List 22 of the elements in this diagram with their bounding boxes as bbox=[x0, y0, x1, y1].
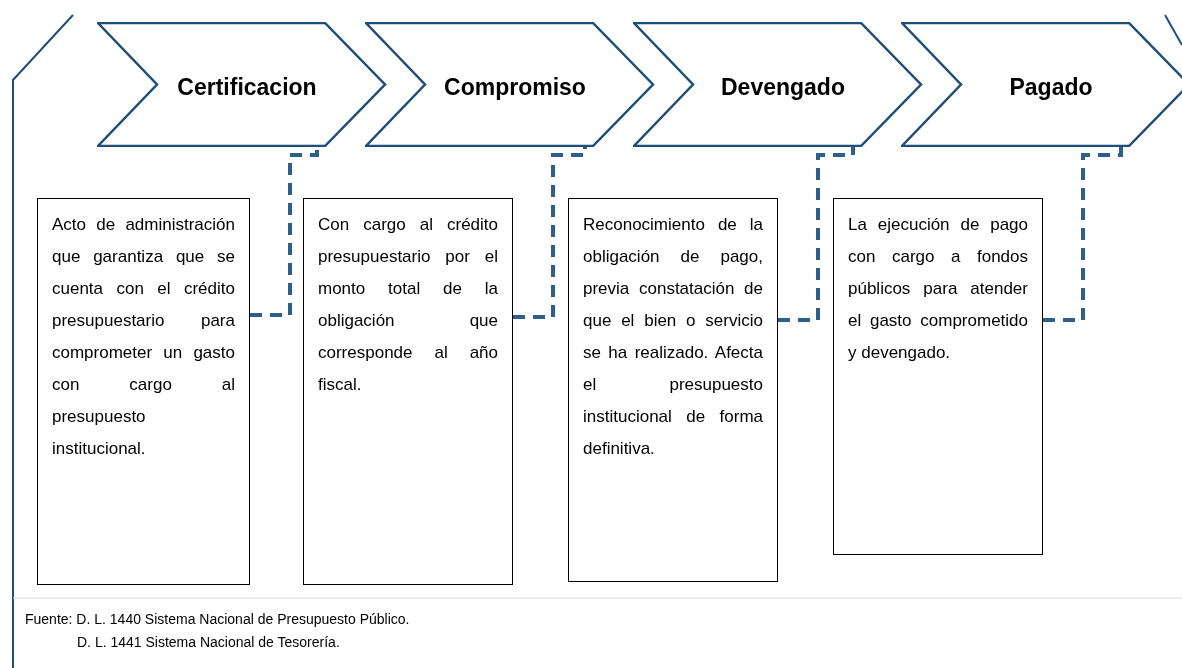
description-text: Reconocimiento de la obligación de pago, previa constatación de que el bien o servicio se ha realizado. Afecta el presupuesto institucional de forma definitiva. bbox=[583, 214, 763, 460]
dashed-connector bbox=[513, 147, 587, 319]
source-note: D. L. 1441 Sistema Nacional de Tesorería. bbox=[76, 633, 341, 652]
description-text: Con cargo al crédito presupuestario por el monto total de la obligación que corresponde al año fiscal. bbox=[318, 214, 498, 396]
phase-label: Compromiso bbox=[443, 73, 587, 102]
description-box bbox=[37, 198, 250, 585]
chevron-shape bbox=[97, 22, 387, 147]
phase-label: Pagado bbox=[1008, 73, 1094, 102]
phase-label: Devengado bbox=[720, 73, 846, 102]
chevron-shape bbox=[901, 22, 1182, 147]
description-text: La ejecución de pago con cargo a fondos públicos para atender el gasto comprometido y devengado. bbox=[848, 214, 1028, 364]
dashed-connector bbox=[1043, 147, 1123, 322]
chevron-shape bbox=[633, 22, 923, 147]
chevron-shape bbox=[365, 22, 655, 147]
description-box bbox=[568, 198, 778, 582]
description-box bbox=[303, 198, 513, 585]
dashed-connector bbox=[250, 147, 319, 317]
phase-label: Certificacion bbox=[176, 73, 318, 102]
description-box bbox=[833, 198, 1043, 555]
dashed-connector bbox=[778, 147, 855, 322]
source-note: Fuente: D. L. 1440 Sistema Nacional de Presupuesto Público. bbox=[25, 610, 410, 629]
description-text: Acto de administración que garantiza que se cuenta con el crédito presupuestario para comprometer un gasto con cargo al presupuesto institucional. bbox=[52, 214, 235, 460]
